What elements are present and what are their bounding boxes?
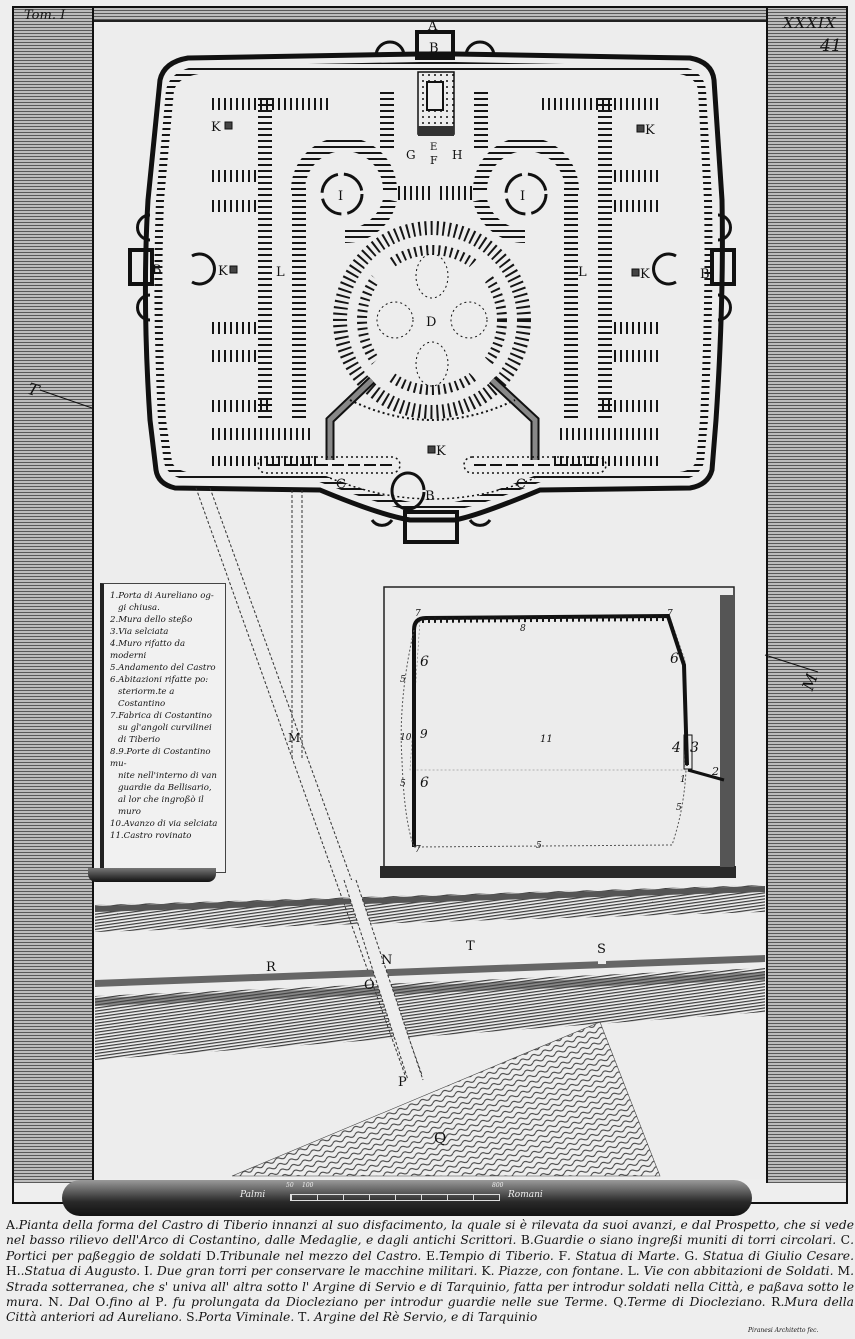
svg-text:I: I: [338, 189, 343, 204]
svg-text:2: 2: [711, 765, 719, 778]
svg-text:D: D: [426, 315, 436, 330]
svg-text:O: O: [364, 978, 375, 993]
svg-text:N: N: [381, 953, 392, 968]
svg-text:7: 7: [415, 609, 421, 619]
top-border-strip: [94, 8, 766, 22]
legend-scroll-roll: [88, 868, 216, 882]
inset-map: [380, 586, 736, 878]
castro-plan: [128, 30, 736, 544]
svg-text:8: 8: [520, 624, 526, 634]
legend-item: 1.Porta di Aureliano og-gi chiusa.: [110, 591, 214, 613]
svg-text:1: 1: [680, 775, 686, 785]
svg-text:C: C: [516, 477, 526, 492]
svg-text:T: T: [25, 379, 42, 401]
scale-tick-100: 100: [302, 1182, 314, 1189]
legend-item: 3.Via selciata: [110, 627, 169, 637]
legend-card: 1.Porta di Aureliano og-gi chiusa. 2.Mur…: [100, 583, 226, 873]
svg-text:B: B: [429, 41, 439, 56]
svg-text:3: 3: [690, 740, 699, 756]
svg-text:K: K: [436, 444, 446, 459]
scale-right-label: Romani: [508, 1190, 543, 1200]
svg-text:P: P: [398, 1075, 407, 1090]
svg-text:H: H: [452, 148, 462, 162]
legend-item: 11.Castro rovinato: [110, 831, 192, 841]
svg-text:T: T: [466, 939, 475, 954]
svg-text:K: K: [211, 120, 221, 135]
svg-text:7: 7: [415, 845, 421, 855]
scale-tick-50: 50: [286, 1182, 294, 1189]
svg-text:6: 6: [420, 775, 429, 791]
city-walls-area: [95, 879, 765, 1177]
wall-letter-labels: R N T S O P Q: [266, 939, 606, 1147]
svg-text:Q: Q: [434, 1129, 446, 1147]
plate-number-arabic: 41: [820, 36, 842, 56]
svg-text:5: 5: [400, 675, 406, 685]
svg-text:R: R: [266, 960, 277, 975]
svg-text:B: B: [700, 267, 710, 282]
legend-item: 10.Avanzo di via selciata: [110, 819, 218, 829]
legend-item: 5.Andamento del Castro: [110, 663, 216, 673]
svg-text:10: 10: [400, 733, 412, 743]
svg-text:G: G: [406, 148, 416, 162]
svg-text:E: E: [430, 142, 437, 153]
svg-text:A: A: [427, 19, 438, 34]
svg-text:L: L: [276, 265, 285, 280]
legend-item: 2.Mura dello steßo: [110, 615, 193, 625]
svg-text:C: C: [336, 477, 346, 492]
legend-item: 8.9.Porte di Costantino mu-nite nell'int…: [110, 747, 217, 817]
scale-bar: Palmi 50 100 800 Romani: [240, 1182, 560, 1202]
svg-text:11: 11: [540, 734, 553, 745]
svg-text:7: 7: [667, 609, 673, 619]
svg-text:S: S: [597, 942, 606, 957]
engraver-signature: Piranesi Architetto fec.: [748, 1327, 819, 1334]
left-border-strip: [14, 8, 94, 1183]
svg-text:9: 9: [420, 727, 428, 741]
svg-text:K: K: [640, 267, 650, 282]
svg-text:5: 5: [676, 803, 682, 813]
scale-tick-800: 800: [492, 1182, 504, 1189]
svg-text:B: B: [425, 489, 435, 504]
volume-label: Tom. I: [24, 8, 66, 23]
svg-text:L: L: [578, 265, 587, 280]
scale-left-label: Palmi: [240, 1190, 266, 1200]
inset-map-labels: 7 7 7 8 6 6 6 9 10 11 4 3 1 2 5 5 5 5: [400, 609, 719, 855]
svg-text:6: 6: [420, 654, 429, 670]
svg-text:4: 4: [671, 740, 681, 756]
plate-number-roman: XXXIX: [783, 14, 837, 32]
caption-text: A.Pianta della forma del Castro di Tiber…: [6, 1218, 854, 1325]
legend-item: 6.Abitazioni rifatte po:steriorm.te a Co…: [110, 675, 209, 709]
svg-text:5: 5: [536, 841, 542, 851]
svg-text:B: B: [152, 263, 162, 278]
right-border-strip: [766, 8, 846, 1183]
svg-text:K: K: [218, 264, 228, 279]
svg-text:K: K: [645, 123, 655, 138]
legend-item: 4.Muro rifatto da moderni: [110, 639, 186, 661]
svg-text:M: M: [288, 731, 300, 745]
plan-letter-labels: A B E F G H I I K K K K K L L B B D C C …: [152, 19, 710, 504]
svg-text:5: 5: [400, 779, 406, 789]
svg-text:6: 6: [670, 651, 679, 667]
scale-ruler: [290, 1194, 500, 1201]
svg-text:I: I: [520, 189, 525, 204]
svg-text:M: M: [798, 670, 822, 693]
svg-text:F: F: [430, 154, 438, 167]
